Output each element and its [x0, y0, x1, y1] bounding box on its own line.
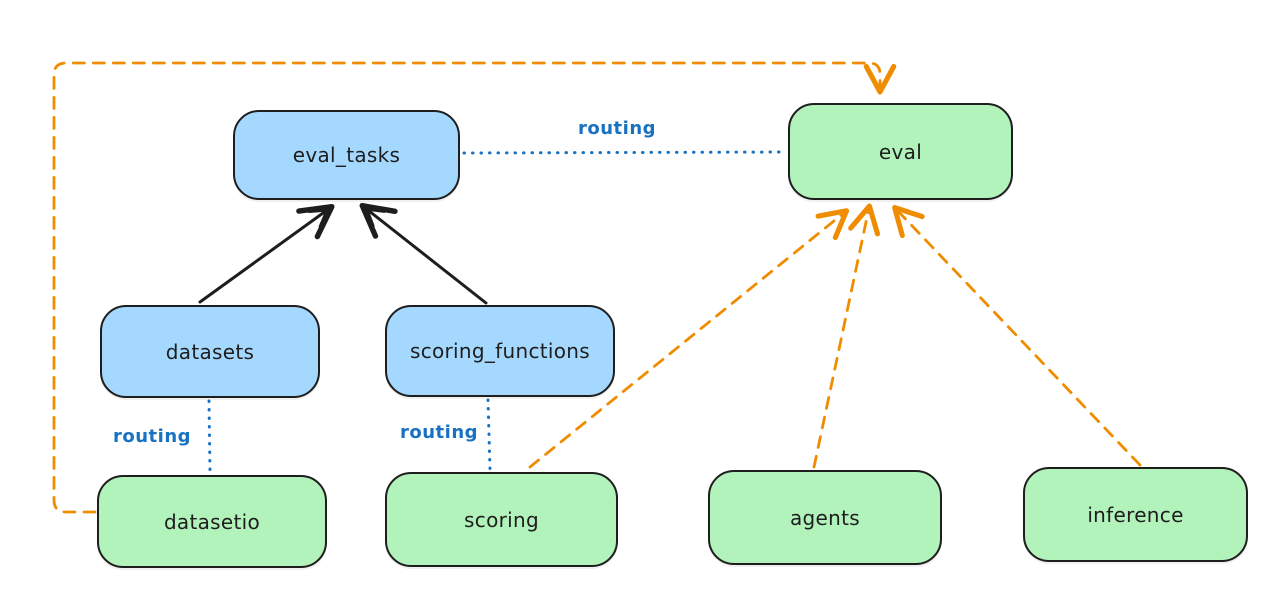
edge-eval_tasks-to-eval-routing — [462, 150, 788, 155]
node-inference: inference — [1023, 467, 1248, 562]
edge-datasets-to-datasetio-routing — [207, 399, 212, 474]
edge-label-routing-eval-tasks-eval: routing — [578, 118, 657, 139]
edge-agents-to-eval — [812, 203, 881, 469]
edge-scoring-to-eval — [528, 208, 850, 469]
edge-label-routing-scoring-functions-scoring: routing — [400, 422, 479, 443]
node-datasetio: datasetio — [97, 475, 327, 568]
node-scoring-functions: scoring_functions — [385, 305, 615, 397]
node-eval-tasks: eval_tasks — [233, 110, 460, 200]
edge-scoring_functions-to-eval_tasks — [359, 202, 488, 305]
node-eval: eval — [788, 103, 1013, 200]
node-scoring: scoring — [385, 472, 618, 567]
edge-scoring_functions-to-scoring-routing — [486, 398, 492, 471]
node-agents: agents — [708, 470, 942, 565]
edge-datasets-to-eval_tasks — [198, 203, 335, 304]
node-datasets: datasets — [100, 305, 320, 398]
edge-label-routing-datasets-datasetio: routing — [113, 426, 192, 447]
edge-inference-to-eval — [892, 205, 1142, 467]
edge-datasetio-to-eval — [52, 61, 897, 514]
